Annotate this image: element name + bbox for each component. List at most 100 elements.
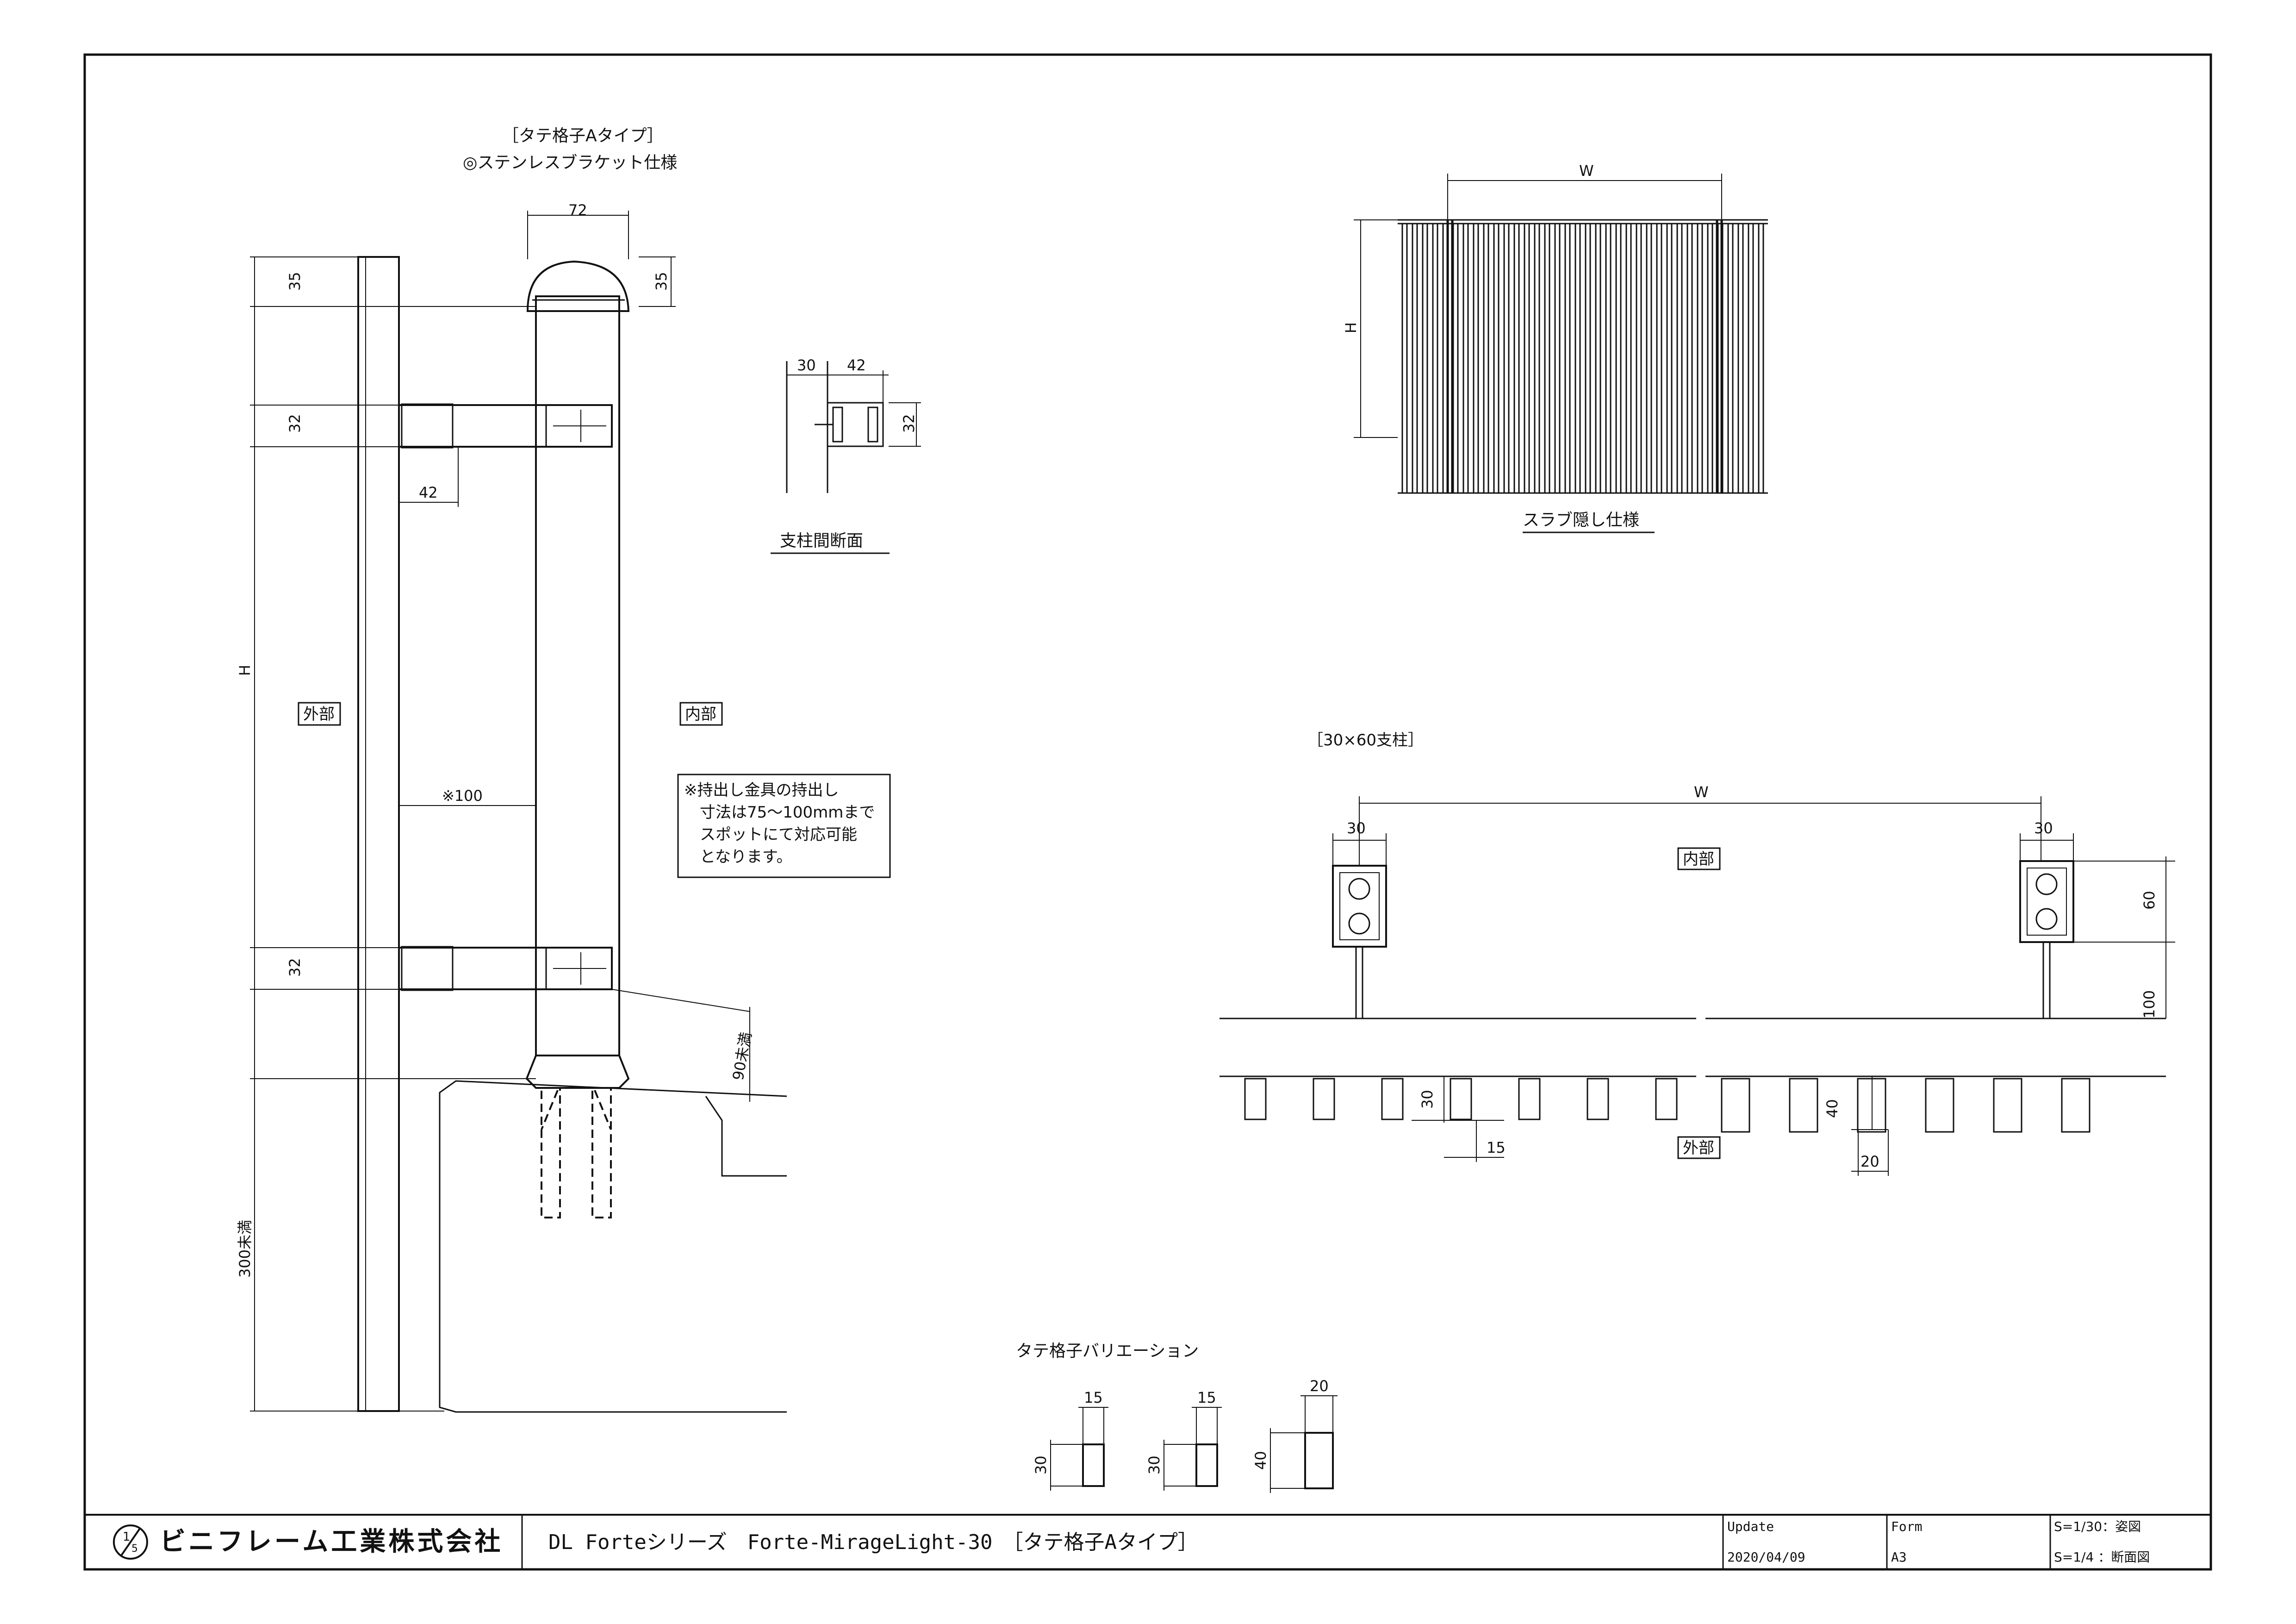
elevation-slat	[1676, 223, 1683, 494]
company-name: ビニフレーム工業株式会社	[160, 1527, 503, 1557]
plan-dimension-lines	[1332, 796, 2175, 1176]
label-interior: 内部	[679, 702, 723, 726]
plan-section-drawing: ［30×60支柱］	[1220, 731, 2175, 1176]
elevation-slat	[1473, 223, 1479, 494]
dim-32-top: 32	[286, 414, 304, 433]
elevation-dim-h: H	[1342, 322, 1360, 333]
plan-slat-small	[1313, 1078, 1335, 1120]
plan-dim-30-right: 30	[2034, 819, 2053, 837]
svg-text:1: 1	[123, 1530, 131, 1544]
variation-2-depth: 30	[1145, 1455, 1163, 1474]
elevation-slat	[1524, 223, 1530, 494]
dim-72: 72	[568, 201, 587, 219]
elevation-slat	[1707, 223, 1713, 494]
plan-slat-small	[1381, 1078, 1404, 1120]
post-section-lines	[771, 361, 921, 554]
dim-90: 90未満	[729, 1031, 755, 1082]
plan-title: ［30×60支柱］	[1307, 731, 1424, 750]
elevation-slat	[1636, 223, 1642, 494]
elevation-slat	[1462, 223, 1469, 494]
elevation-slat	[1727, 223, 1734, 494]
plan-dim-20: 20	[1860, 1153, 1879, 1170]
elevation-slat	[1656, 223, 1662, 494]
elevation-slat	[1432, 223, 1438, 494]
plan-dim-60: 60	[2140, 891, 2158, 910]
scale-line-2: S=1/4 ：断面図	[2054, 1549, 2150, 1565]
elevation-slat	[1554, 223, 1561, 494]
plan-dim-100: 100	[2140, 990, 2158, 1018]
dim-100: ※100	[442, 787, 483, 805]
dim-42: 42	[419, 484, 438, 501]
plan-label-interior: 内部	[1677, 847, 1721, 870]
elevation-slat	[1748, 223, 1754, 494]
post-dim-42: 42	[847, 356, 866, 374]
form-label: Form	[1891, 1519, 1922, 1534]
update-label: Update	[1727, 1519, 1774, 1534]
plan-slat-large	[1789, 1078, 1818, 1133]
dim-35-right: 35	[653, 272, 670, 291]
slat-variations: タテ格子バリエーション 15 30 15	[1016, 1342, 1338, 1493]
elevation-slat	[1534, 223, 1540, 494]
plan-slat-large	[2061, 1078, 2091, 1133]
section-title-1: ［タテ格子Aタイプ］	[502, 126, 664, 145]
elevation-slat	[1513, 223, 1520, 494]
elevation-drawing: W H スラブ隠し仕様	[1342, 162, 1768, 533]
section-title-2: ◎ステンレスブラケット仕様	[463, 153, 677, 172]
elevation-caption: スラブ隠し仕様	[1523, 511, 1639, 530]
post-section-caption: 支柱間断面	[780, 531, 863, 550]
elevation-slat	[1493, 223, 1500, 494]
elevation-slat	[1401, 223, 1408, 494]
variation-1-width: 15	[1084, 1389, 1103, 1406]
post-section-drawing: 30 42 32 支柱間断面	[771, 356, 921, 554]
plan-slat-large	[1993, 1078, 2022, 1133]
plan-slat-small	[1518, 1078, 1541, 1120]
elevation-slat	[1615, 223, 1622, 494]
elevation-slat	[1666, 223, 1673, 494]
plan-slat-large	[1925, 1078, 1954, 1133]
plan-label-interior-text: 内部	[1683, 850, 1714, 868]
drawing-title: DL Forteシリーズ Forte-MirageLight-30 ［タテ格子A…	[548, 1530, 1198, 1554]
plan-dim-15: 15	[1487, 1139, 1506, 1156]
elevation-slat	[1585, 223, 1591, 494]
variations-title: タテ格子バリエーション	[1016, 1342, 1199, 1361]
vertical-section-drawing: ［タテ格子Aタイプ］ ◎ステンレスブラケット仕様	[236, 126, 891, 1413]
variation-3-depth: 40	[1252, 1451, 1269, 1470]
label-exterior-text: 外部	[303, 705, 335, 724]
update-value: 2020/04/09	[1727, 1549, 1805, 1565]
bracket-note: ※持出し金具の持出し 寸法は75～100mmまで スポットにて対応可能 となりま…	[677, 774, 891, 878]
plan-lines	[1220, 860, 2166, 1077]
elevation-slat	[1422, 223, 1428, 494]
plan-dim-30-slat: 30	[1419, 1090, 1436, 1109]
title-block: 1 5 ビニフレーム工業株式会社 DL Forteシリーズ Forte-Mira…	[113, 1519, 2150, 1565]
elevation-dim-w: W	[1579, 162, 1594, 180]
scale-line-1: S=1/30：姿図	[2054, 1519, 2141, 1534]
plan-slats	[1244, 1078, 2091, 1133]
elevation-slat	[1544, 223, 1550, 494]
variation-1-depth: 30	[1032, 1455, 1050, 1474]
plan-label-exterior: 外部	[1677, 1136, 1721, 1159]
section-dimension-lines	[250, 211, 750, 1412]
elevation-slat	[1483, 223, 1489, 494]
svg-text:5: 5	[131, 1543, 138, 1555]
plan-label-exterior-text: 外部	[1683, 1139, 1714, 1157]
elevation-dimension-lines	[1354, 174, 1722, 533]
plan-slat-large	[1721, 1078, 1750, 1133]
elevation-slat	[1595, 223, 1601, 494]
elevation-slat	[1625, 223, 1632, 494]
elevation-slat	[1452, 223, 1459, 494]
plan-dim-40: 40	[1823, 1099, 1841, 1118]
elevation-slat	[1605, 223, 1612, 494]
elevation-slat	[1503, 223, 1510, 494]
dim-h: H	[236, 665, 254, 676]
post-dim-32: 32	[900, 414, 918, 433]
plan-dim-w: W	[1694, 783, 1709, 801]
plan-slat-small	[1450, 1078, 1472, 1120]
elevation-slats	[1398, 219, 1768, 494]
plan-slat-small	[1587, 1078, 1609, 1120]
elevation-slat	[1564, 223, 1571, 494]
variation-3-width: 20	[1310, 1377, 1329, 1395]
plan-dim-30-left: 30	[1347, 819, 1366, 837]
note-line-1: ※持出し金具の持出し	[684, 781, 839, 800]
note-line-4: となります。	[684, 848, 792, 866]
